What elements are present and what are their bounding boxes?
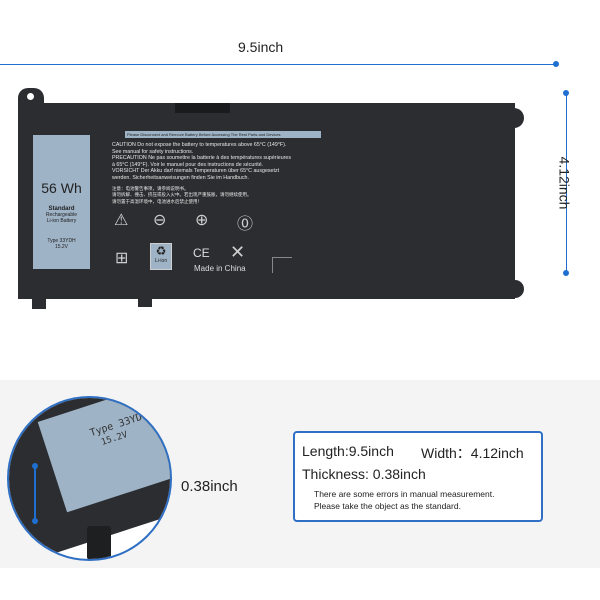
measurement-note: Please take the object as the standard. xyxy=(314,501,461,511)
warning-line: 请勿拆解、撞击、挤压或投入火中。若出现严重鼓胀，请勿继续使用。 xyxy=(112,192,252,198)
length-dimension-end xyxy=(553,61,559,67)
made-in: Made in China xyxy=(194,264,246,273)
measurement-note: There are some errors in manual measurem… xyxy=(314,489,495,499)
width-dimension-end xyxy=(563,90,569,96)
recycle-icon: ♻Li-ion xyxy=(150,243,172,270)
weee-bin-icon: ✕ xyxy=(230,242,246,262)
no-fire-icon: ⓪ xyxy=(237,216,254,233)
spec-thickness: Thickness: 0.38inch xyxy=(302,466,426,482)
label-line: Standard xyxy=(48,206,75,212)
recycle-label: Li-ion xyxy=(154,258,168,264)
spec-width: Width：4.12inch xyxy=(421,445,524,461)
warning-line: CAUTION Do not expose the battery to tem… xyxy=(112,142,287,148)
closeup-image: Type 33YD 15.2V xyxy=(7,396,172,561)
type-code: Type 33YDH xyxy=(47,238,76,244)
width-dimension-end xyxy=(563,270,569,276)
no-disassemble-icon: ⊖ xyxy=(153,212,167,229)
warning-line: werden. Sicherheitsanweisungen finden Si… xyxy=(112,174,249,181)
spec-length: Length:9.5inch xyxy=(302,443,394,459)
warning-line: VORSICHT Der Akku darf niemals Temperatu… xyxy=(112,168,280,175)
capacity: 56 Wh xyxy=(41,180,82,196)
width-label: 4.12inch xyxy=(556,156,573,210)
length-label: 9.5inch xyxy=(238,39,284,55)
no-crush-icon: ⊕ xyxy=(195,212,209,229)
length-dimension-line xyxy=(0,64,557,65)
thickness-dimension-end xyxy=(32,463,38,469)
warning-triangle-icon: ⚠ xyxy=(114,212,129,229)
ce-mark: CE xyxy=(193,246,210,260)
thickness-label: 0.38inch xyxy=(181,478,238,495)
battery-label: 56 Wh Standard Rechargeable Li-ion Batte… xyxy=(33,135,90,269)
label-line: Rechargeable xyxy=(45,212,78,218)
warning-text: CAUTION Do not expose the battery to tem… xyxy=(112,142,291,205)
thickness-dimension-end xyxy=(32,518,38,524)
cert-mark-icon: ⊞ xyxy=(115,250,129,267)
warning-line: See manual for safety instructions. xyxy=(112,148,194,155)
voltage: 15.2V xyxy=(54,244,69,250)
warning-line: à 65°C (149°F). Voir le manuel pour des … xyxy=(112,161,264,168)
width-dimension-line xyxy=(566,93,567,273)
warning-line: 注意：电池警告事项，请参阅说明书。 xyxy=(112,185,189,191)
notice-banner: Please Disconnect and Remove Battery Bef… xyxy=(125,131,321,138)
small-label-box xyxy=(272,257,292,273)
label-line: Li-ion Battery xyxy=(46,218,77,224)
warning-line: 请勿置于高温环境中，电池进水后禁止使用！ xyxy=(112,198,202,204)
warning-line: PRECAUTION Ne pas soumettre la batterie … xyxy=(112,155,291,162)
thickness-dimension-line xyxy=(34,466,36,521)
specs-box: Length:9.5inch Width：4.12inch Thickness:… xyxy=(293,431,543,522)
